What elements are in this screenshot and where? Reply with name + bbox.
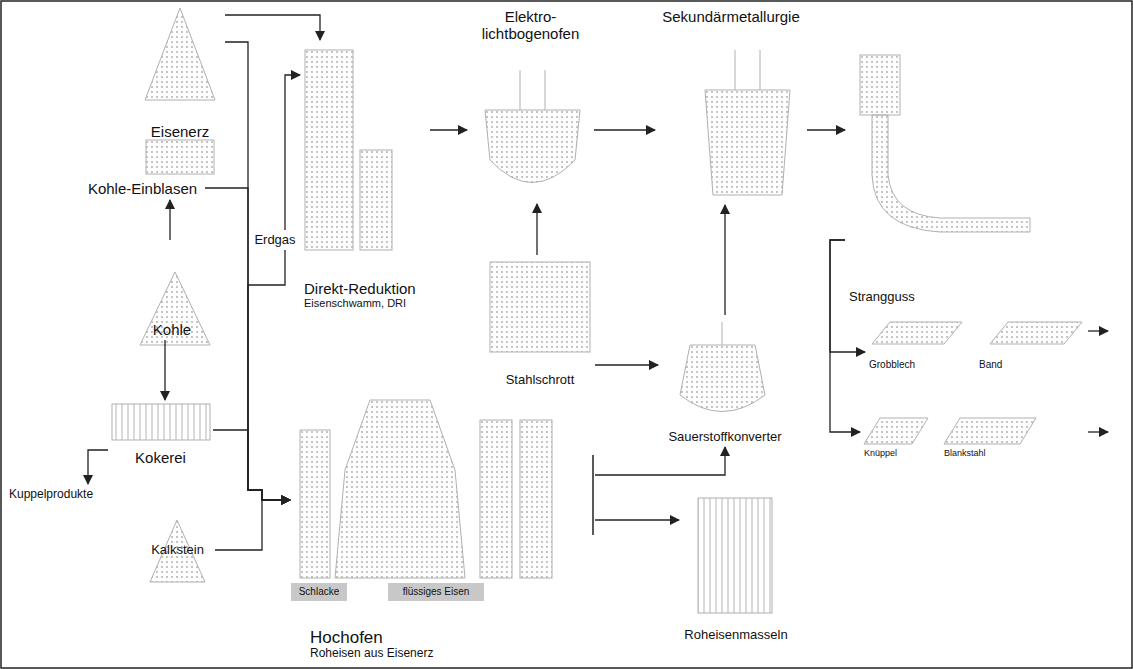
- node-label: Sekundärmetallurgie: [662, 8, 800, 25]
- node-label: Hochofen: [310, 628, 383, 648]
- tap-bar: [592, 455, 594, 535]
- ore-pile: [145, 8, 215, 100]
- ore-node: Eisenerz: [135, 4, 225, 142]
- reduction-shaft: [305, 50, 353, 250]
- node-label: Roheisen aus Eisenerz: [310, 647, 433, 661]
- furnace-node: Elektro- lichtbogenofen: [467, 6, 594, 204]
- iron-box: flüssiges Eisen: [388, 583, 484, 601]
- flow-arrow: [595, 364, 658, 365]
- output-arrow: [1088, 330, 1108, 331]
- flow-arrow: [285, 75, 300, 230]
- flow-arrow: [225, 15, 320, 40]
- strip: [990, 322, 1082, 344]
- ladle: [705, 90, 790, 195]
- product-node: Grobblech: [865, 318, 965, 372]
- node-label: Band: [979, 359, 1002, 371]
- flow-arrow: [724, 205, 725, 315]
- flow-arrow: [430, 129, 467, 130]
- bright-steel: [944, 418, 1036, 444]
- node-label: flüssiges Eisen: [403, 586, 470, 598]
- node-label: Roheisenmasseln: [684, 628, 787, 643]
- node-label: Kohle-Einblasen: [88, 180, 197, 197]
- converter: [680, 345, 765, 412]
- caster-node: Strangguss: [845, 45, 1045, 307]
- flow-arrow: [830, 240, 860, 432]
- flow-arrow: [164, 340, 165, 400]
- coal-pile: [140, 272, 210, 345]
- ladle-node: Sekundärmetallurgie: [655, 6, 807, 205]
- flow-arrow: [169, 200, 170, 240]
- scrap: [490, 262, 590, 352]
- product-node: Knüppel: [860, 408, 932, 460]
- node-label: Kokerei: [135, 449, 186, 466]
- lance: [735, 50, 736, 90]
- lance: [760, 50, 761, 90]
- flow-arrow: [595, 447, 725, 475]
- flow-arrow: [248, 250, 290, 500]
- product-node: Blankstahl: [940, 408, 1040, 460]
- blast-furnace: [335, 400, 465, 578]
- flow-arrow: [225, 42, 290, 500]
- node-label: Eisenerz: [151, 123, 209, 140]
- arc-furnace: [485, 110, 580, 183]
- ore-pellets: [146, 140, 214, 174]
- node-label: Direkt-Reduktion: [304, 280, 416, 297]
- hot-stove: [520, 420, 552, 578]
- flow-arrow: [594, 129, 655, 130]
- strand: [872, 115, 1030, 232]
- node-label: Erdgas: [254, 233, 295, 248]
- limestone-pile: [150, 520, 205, 582]
- coal-node: Kohle: [132, 240, 212, 340]
- node-label: Blankstahl: [944, 448, 986, 458]
- node-label: Sauerstoffkonverter: [668, 430, 781, 445]
- node-label: Knüppel: [864, 448, 897, 458]
- hot-stove: [480, 420, 512, 578]
- flow-arrow: [807, 129, 845, 130]
- node-label: Kalkstein: [151, 543, 204, 558]
- reduction-unit: [360, 150, 392, 250]
- flow-arrow: [595, 519, 679, 520]
- illustrations: [112, 8, 1082, 613]
- node-label: Kohle: [153, 321, 191, 338]
- electrode: [520, 70, 521, 110]
- node-label: Kuppelprodukte: [9, 488, 93, 502]
- node-label: Strangguss: [849, 290, 915, 305]
- output-node: Kuppelprodukte: [5, 484, 130, 506]
- reduction-node: Direkt-ReduktionEisenschwamm, DRI: [300, 40, 430, 312]
- coke-oven: [112, 404, 210, 440]
- tundish: [860, 55, 900, 115]
- limestone-node: Kalkstein: [140, 515, 215, 585]
- scrap-node: Stahlschrott: [485, 255, 595, 390]
- converter-node: Sauerstoffkonverter: [658, 315, 792, 447]
- pig-iron-node: Roheisenmasseln: [679, 490, 793, 645]
- node-label: Grobblech: [869, 359, 915, 371]
- flow-arrow: [88, 450, 108, 484]
- flow-arrow: [536, 204, 537, 255]
- electrode: [545, 70, 546, 110]
- input-node: Kohle-Einblasen: [80, 178, 205, 200]
- node-label: Eisenschwamm, DRI: [304, 297, 406, 310]
- node-label: Stahlschrott: [506, 373, 575, 388]
- pig-iron-stack: [698, 498, 772, 613]
- flow-arrow: [215, 500, 290, 550]
- billet: [864, 418, 928, 444]
- node-label: Schlacke: [299, 586, 340, 598]
- input-node: Erdgas: [249, 230, 301, 250]
- node-label: Elektro- lichtbogenofen: [472, 8, 589, 43]
- product-node: Band: [975, 318, 1085, 372]
- skip-hoist: [300, 430, 330, 578]
- output-arrow: [1088, 431, 1108, 432]
- blast-furnace-node: Schlacke flüssiges EisenHochofenRoheisen …: [290, 395, 595, 663]
- slag-box: Schlacke: [291, 583, 347, 601]
- plate: [872, 322, 962, 344]
- oxygen-lance: [722, 322, 723, 345]
- coke-node: Kokerei: [108, 400, 213, 468]
